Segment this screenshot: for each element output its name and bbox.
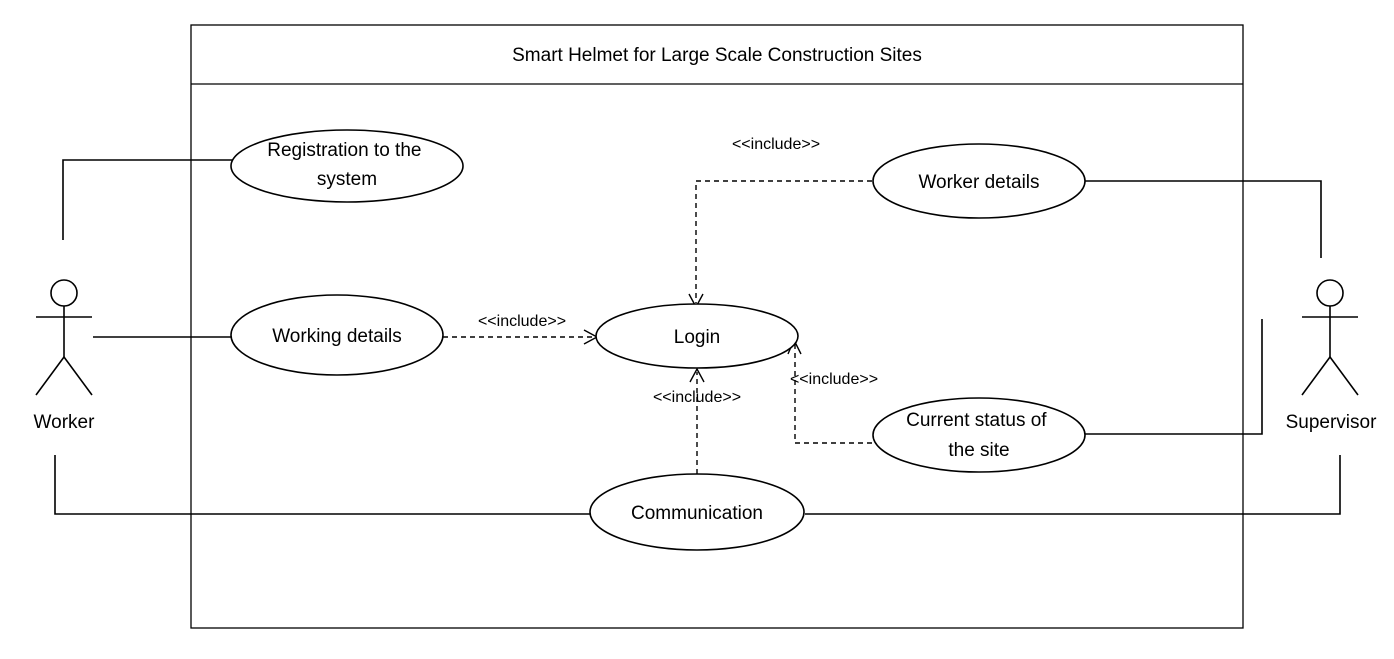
actor-worker[interactable]: Worker [34,279,96,433]
use-case-login-shape [595,303,799,369]
use-case-registration[interactable]: Registration to the system [230,129,464,203]
use-case-working-details-label: Working details [272,326,402,347]
use-case-registration-line-1: Registration to the [267,140,421,161]
use-case-worker-details[interactable]: Worker details [872,143,1086,219]
system-title: Smart Helmet for Large Scale Constructio… [512,45,922,66]
actor-supervisor[interactable]: Supervisor [1286,279,1377,433]
include-worker-details-login [695,180,872,303]
include-arrowhead-communication [689,367,705,383]
association-worker-communication [54,455,590,515]
association-supervisor-communication [805,455,1341,515]
use-case-current-status-label: Current status of the site [906,410,1052,461]
include-current-status-login [794,344,872,444]
use-case-registration-label: Registration to the system [267,140,426,190]
use-case-working-details-shape [230,294,444,376]
use-case-current-status-shape [872,397,1086,473]
association-supervisor-worker-details [1085,180,1322,258]
actor-worker-label: Worker [34,412,96,433]
include-label-current-status: <<include>> [790,371,878,388]
use-case-worker-details-shape [872,143,1086,219]
use-case-registration-shape [230,129,464,203]
include-label-working-details: <<include>> [478,313,566,330]
actor-supervisor-legs [1301,355,1359,396]
use-case-login-label: Login [674,327,721,348]
use-case-communication-label: Communication [631,503,763,524]
association-supervisor-current-status [1085,319,1263,435]
use-case-current-status-line-2: the site [948,440,1009,461]
use-case-working-details[interactable]: Working details [230,294,444,376]
actor-worker-legs [35,355,93,396]
use-case-communication-shape [589,473,805,551]
use-case-communication[interactable]: Communication [589,473,805,551]
include-label-communication: <<include>> [653,389,741,406]
include-label-worker-details: <<include>> [732,136,820,153]
use-case-login[interactable]: Login [595,303,799,369]
association-worker-registration [62,159,238,240]
use-case-registration-line-2: system [317,169,377,190]
use-case-current-status-line-1: Current status of [906,410,1047,431]
actor-supervisor-label: Supervisor [1286,412,1377,433]
actor-worker-head [50,279,78,307]
use-case-worker-details-label: Worker details [918,172,1039,193]
actor-supervisor-head [1316,279,1344,307]
use-case-current-status[interactable]: Current status of the site [872,397,1086,473]
